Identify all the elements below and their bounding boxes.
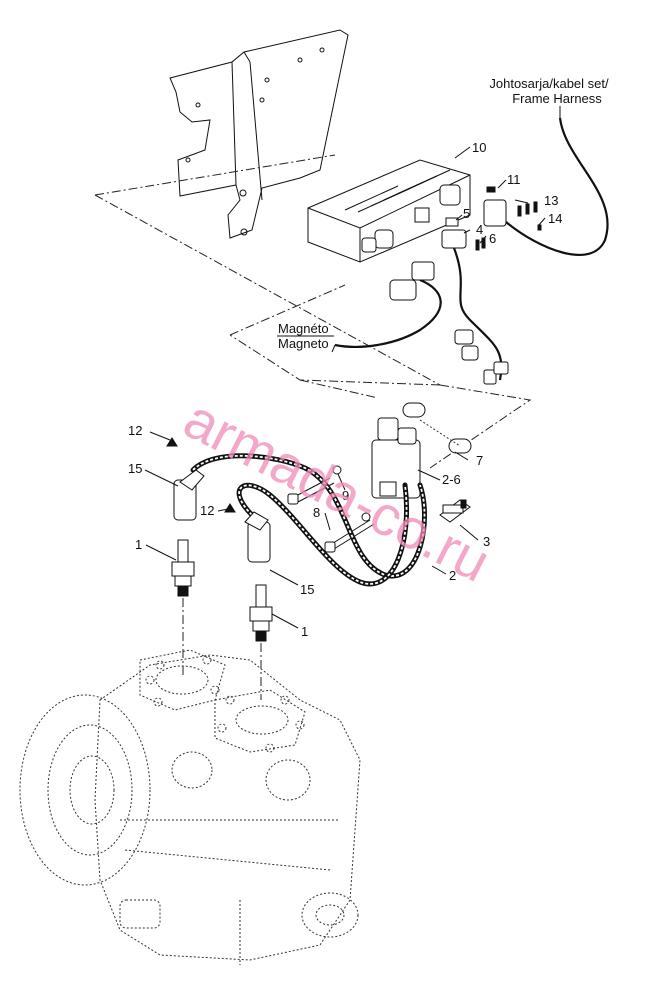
callout-10: 10 [472,140,486,155]
callout-12-top: 12 [128,423,142,438]
callout-2-6: 2-6 [442,472,461,487]
callout-12-mid: 12 [200,503,214,518]
callout-14: 14 [548,211,562,226]
connector-parts [441,186,542,251]
ignition-coil [371,402,472,499]
callout-3: 3 [483,534,490,549]
callout-1-left: 1 [135,537,142,552]
frame-bracket [169,29,349,239]
harness-label-line2: Frame Harness [512,91,602,106]
ht-cables [190,453,428,587]
callout-15-top: 15 [128,461,142,476]
harness-label-line1: Johtosarja/kabel set/ [489,76,609,91]
callout-1-right: 1 [301,624,308,639]
callout-7: 7 [476,453,483,468]
callout-6: 6 [489,231,496,246]
magneto-label-line1: Magnéto [278,321,329,336]
watermark: armada-co.ru [175,387,500,594]
spark-plugs [171,539,273,700]
leader-lines [144,146,546,629]
callout-13: 13 [544,193,558,208]
magneto-area [331,344,336,353]
cdi-module [307,159,471,263]
callout-5: 5 [463,206,470,221]
callout-15-bottom: 15 [300,582,314,597]
magneto-label-line2: Magneto [278,336,329,351]
callout-2: 2 [449,568,456,583]
cable-clip [439,499,471,523]
engine-block [19,649,361,965]
plug-caps [166,437,271,563]
callout-4: 4 [476,222,483,237]
callouts: 10 11 13 14 5 4 6 12 15 7 2-6 9 8 12 3 1… [128,140,562,639]
callout-11: 11 [507,172,521,187]
callout-8: 8 [313,505,320,520]
frame-harness-wire [334,117,609,385]
callout-9: 9 [342,488,349,503]
